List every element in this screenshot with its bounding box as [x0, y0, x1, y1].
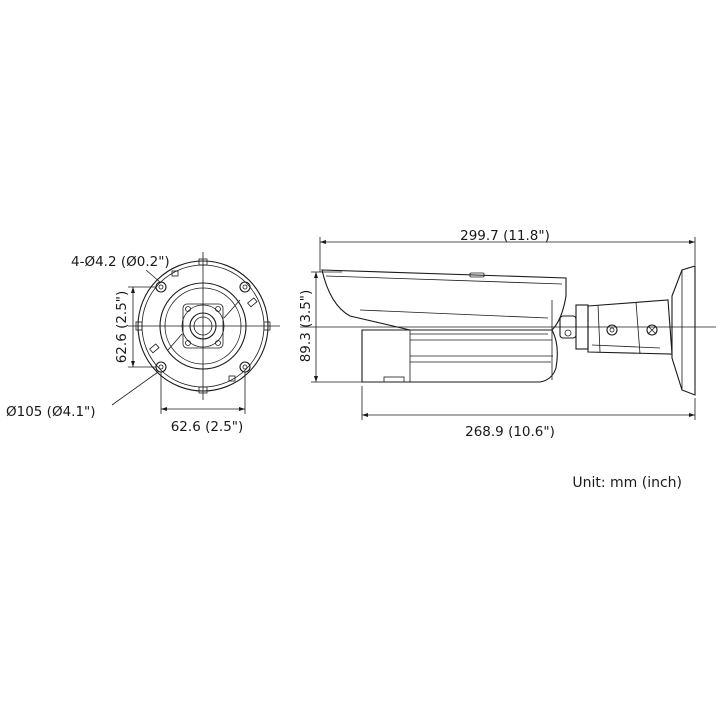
overall-length-label: 299.7 (11.8")	[460, 228, 550, 244]
base-outer-circle	[137, 260, 269, 392]
side-view: 299.7 (11.8") 89.3 (3.5")	[298, 228, 716, 440]
height-label: 89.3 (3.5")	[298, 290, 314, 363]
front-view: 4-Ø4.2 (Ø0.2") 62.6 (2.5") Ø105 (Ø4.1") …	[6, 252, 280, 435]
vertical-spacing-label: 62.6 (2.5")	[114, 291, 130, 364]
ball-joint	[189, 312, 217, 340]
camera-body	[361, 329, 558, 383]
wall-plate	[671, 265, 696, 396]
diameter-callout-label: Ø105 (Ø4.1")	[6, 404, 96, 420]
body-length-label: 268.9 (10.6")	[465, 424, 555, 440]
horizontal-spacing-label: 62.6 (2.5")	[171, 419, 244, 435]
hole-callout-label: 4-Ø4.2 (Ø0.2")	[71, 254, 170, 270]
sun-shield	[321, 269, 567, 331]
unit-note: Unit: mm (inch)	[572, 475, 682, 491]
base-inner-ring	[159, 282, 247, 370]
